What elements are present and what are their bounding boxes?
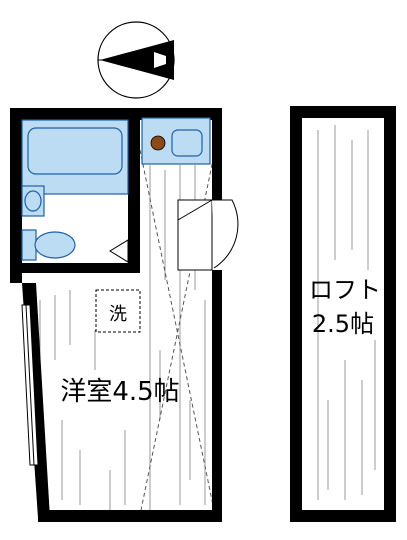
loft-label: ロフト [309,276,381,304]
kitchen-unit [141,117,211,165]
closet-x [139,149,216,516]
washer-label: 洗 [109,304,127,325]
compass-icon [97,21,175,99]
loft [290,106,396,522]
loft-size-label: 2.5帖 [312,310,374,338]
western-room-label: 洋室4.5帖 [60,377,179,407]
toilet [21,229,76,261]
washer-space [95,289,141,333]
window [21,304,39,466]
entry-door [177,199,239,271]
bathtub [21,119,129,195]
bathroom-door [109,239,129,263]
bathroom-basin [21,185,45,217]
